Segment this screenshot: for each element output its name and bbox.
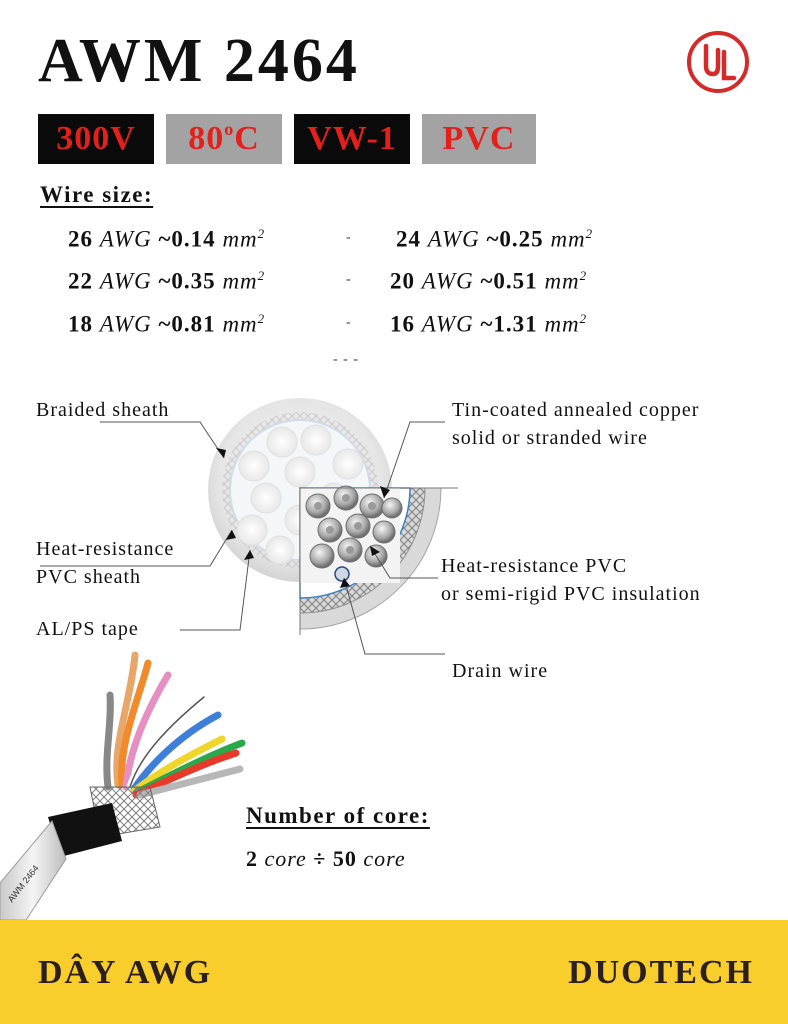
label-heat-pvc-line1: Heat-resistance PVC — [441, 555, 628, 577]
wire-size-ellipsis: - - - — [333, 352, 359, 367]
wire-size-item: 16 AWG ~1.31 mm2 — [390, 311, 588, 337]
drain-wire-dot — [334, 566, 350, 582]
flame-rating-badge: VW-1 — [294, 114, 410, 164]
flame-rating-badge-label: VW-1 — [307, 120, 397, 157]
row-dash: - — [346, 315, 351, 330]
label-heat-sheath-line1: Heat-resistance — [36, 538, 175, 560]
label-al-ps-tape: AL/PS tape — [36, 618, 139, 640]
wire-size-item: 22 AWG ~0.35 mm2 — [68, 268, 266, 294]
row-dash: - — [346, 230, 351, 245]
label-tin-coated-line2: solid or stranded wire — [452, 427, 648, 449]
footer-left-text: DÂY AWG — [38, 954, 213, 991]
footer-bar — [0, 920, 788, 1024]
wire-size-item: 26 AWG ~0.14 mm2 — [68, 226, 266, 252]
core-heading: Number of core: — [246, 803, 430, 828]
label-heat-pvc-line2: or semi-rigid PVC insulation — [441, 583, 701, 605]
ul-logo-icon — [687, 31, 749, 93]
temperature-badge-value: 80 — [188, 120, 225, 157]
page-title: AWM 2464 — [38, 27, 360, 95]
cable-section-detail — [299, 485, 458, 635]
cable-jacket — [0, 820, 67, 920]
label-tin-coated-line1: Tin-coated annealed copper — [452, 399, 700, 421]
wire-size-heading: Wire size: — [40, 182, 154, 207]
cable-cross-section-diagram — [40, 398, 458, 655]
row-dash: - — [346, 272, 351, 287]
label-heat-sheath-line2: PVC sheath — [36, 566, 141, 588]
core-range: 2 core ÷ 50 core — [246, 846, 406, 871]
foil-shield — [48, 803, 122, 857]
voltage-badge: 300V — [38, 114, 154, 164]
wire-size-item: 24 AWG ~0.25 mm2 — [396, 226, 594, 252]
cable-conductors — [103, 651, 246, 799]
label-drain-wire: Drain wire — [452, 660, 549, 682]
label-braided-sheath: Braided sheath — [36, 399, 170, 421]
wire-size-item: 20 AWG ~0.51 mm2 — [390, 268, 588, 294]
material-badge: PVC — [422, 114, 536, 164]
cable-photo-illustration: AWM 2464 — [0, 651, 246, 920]
leader-lines — [40, 421, 445, 655]
temperature-unit: C — [234, 120, 260, 157]
footer-brand: DUOTECH — [568, 954, 754, 991]
leader-arrowheads — [216, 448, 390, 588]
temperature-degree: o — [224, 118, 235, 139]
material-badge-label: PVC — [442, 120, 516, 157]
wire-size-item: 18 AWG ~0.81 mm2 — [68, 311, 266, 337]
voltage-badge-label: 300V — [56, 120, 136, 157]
